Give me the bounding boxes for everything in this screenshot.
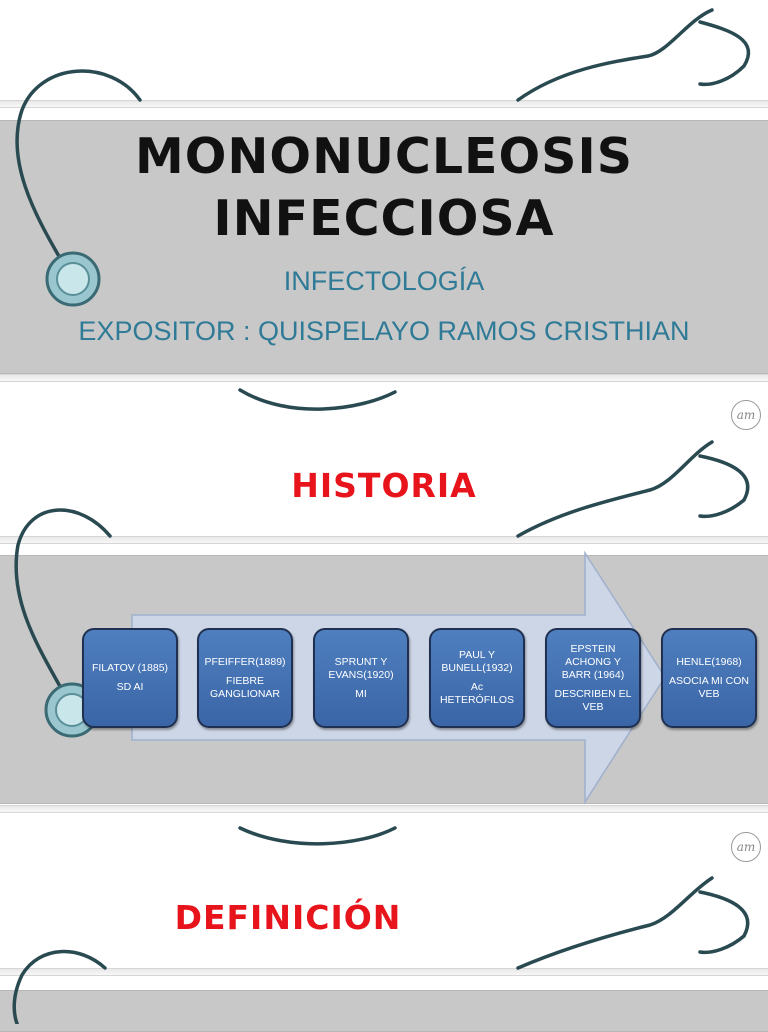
- title-line-2: INFECCIOSA: [213, 190, 555, 247]
- slide3-band: [0, 990, 768, 1032]
- timeline-desc: FIEBRE GANGLIONAR: [209, 674, 280, 700]
- slide3-top-rule: [0, 968, 768, 976]
- heading-definicion: DEFINICIÓN: [174, 898, 402, 937]
- timeline-name: PFEIFFER(1889): [204, 655, 286, 668]
- timeline-box-sprunt-evans: SPRUNT Y EVANS(1920) MI: [313, 628, 409, 728]
- slide2-bottom-rule: [0, 805, 768, 813]
- presenter-name: EXPOSITOR : QUISPELAYO RAMOS CRISTHIAN: [78, 316, 690, 346]
- subtitle-course: INFECTOLOGÍA: [283, 266, 485, 296]
- timeline-desc: ASOCIA MI CON VEB: [669, 674, 749, 700]
- timeline-box-epstein-barr: EPSTEIN ACHONG Y BARR (1964) DESCRIBEN E…: [545, 628, 641, 728]
- heading-historia: HISTORIA: [291, 466, 477, 505]
- timeline-desc: SD AI: [116, 681, 144, 693]
- slide1-top-rule: [0, 100, 768, 108]
- timeline-name: EPSTEIN ACHONG Y BARR (1964): [561, 642, 625, 681]
- timeline-box-pfeiffer: PFEIFFER(1889) FIEBRE GANGLIONAR: [197, 628, 293, 728]
- timeline-desc: Ac HETERÓFILOS: [439, 681, 515, 706]
- timeline-name: PAUL Y BUNELL(1932): [441, 649, 513, 674]
- timeline-name: FILATOV (1885): [91, 662, 169, 674]
- timeline-desc: MI: [355, 687, 367, 700]
- slide2-top-rule: [0, 536, 768, 544]
- am-logo-icon: am: [731, 832, 761, 862]
- timeline-box-henle: HENLE(1968) ASOCIA MI CON VEB: [661, 628, 757, 728]
- timeline-name: SPRUNT Y EVANS(1920): [328, 655, 394, 681]
- title-line-1: MONONUCLEOSIS: [135, 128, 633, 185]
- slide1-bottom-rule: [0, 374, 768, 382]
- timeline-desc: DESCRIBEN EL VEB: [554, 687, 632, 713]
- am-logo-icon: am: [731, 400, 761, 430]
- timeline-box-paul-bunell: PAUL Y BUNELL(1932) Ac HETERÓFILOS: [429, 628, 525, 728]
- timeline-box-filatov: FILATOV (1885) SD AI: [82, 628, 178, 728]
- timeline-name: HENLE(1968): [676, 655, 742, 668]
